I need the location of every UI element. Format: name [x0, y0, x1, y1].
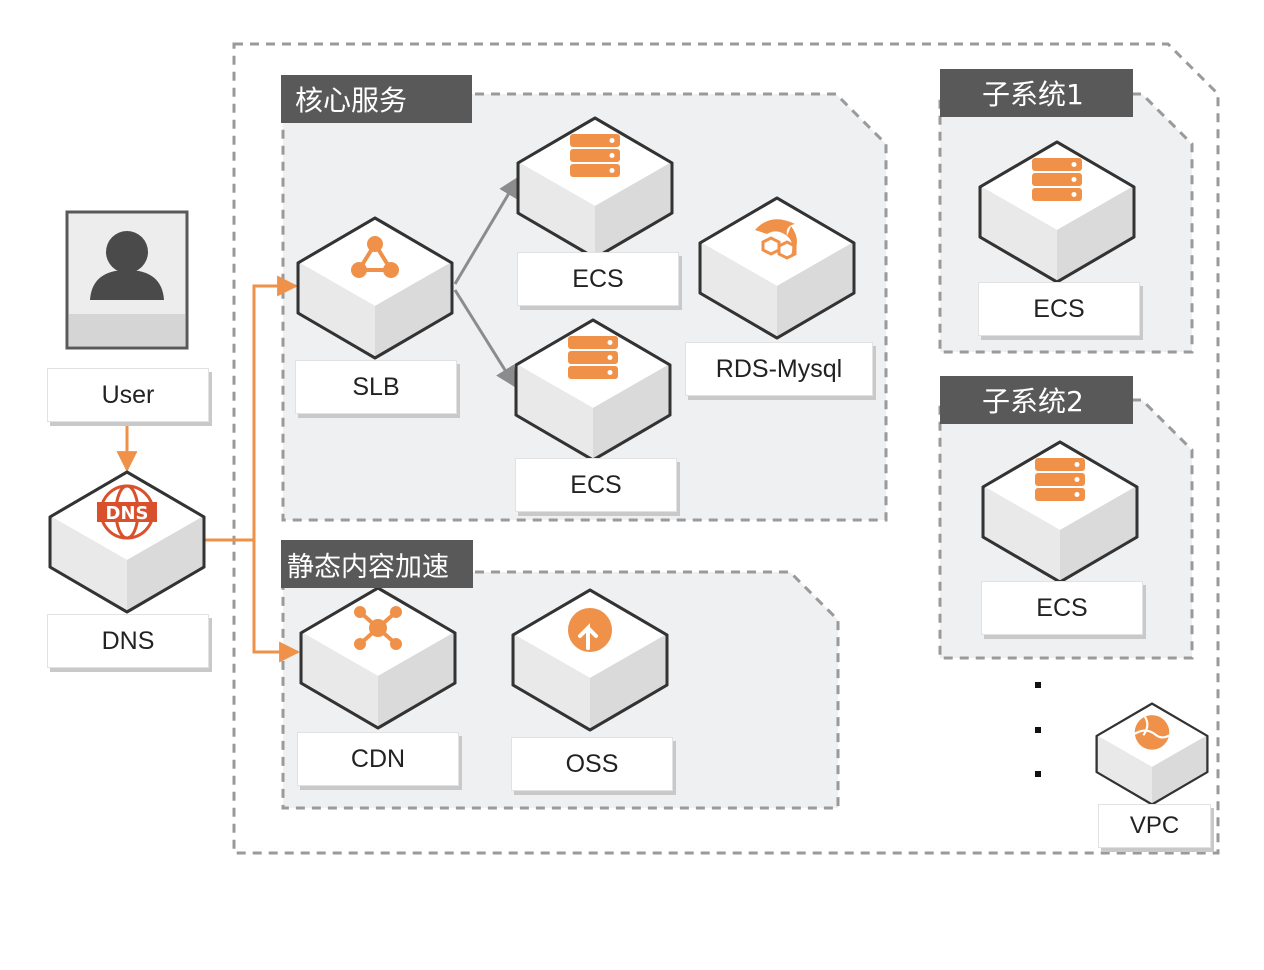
more-dot-2: [1035, 727, 1041, 733]
database-icon: [755, 219, 797, 260]
dns-globe-icon: DNS: [97, 484, 157, 540]
dns-badge-text: DNS: [106, 503, 149, 524]
load-balancer-icon: [351, 236, 399, 278]
server-icon: [1032, 158, 1082, 201]
ecs-bottom-label: ECS: [515, 458, 677, 512]
ecs-top-label: ECS: [517, 252, 679, 306]
connectors: [116, 176, 520, 663]
static-acceleration-title: 静态内容加速: [281, 540, 473, 588]
more-dot-1: [1035, 682, 1041, 688]
subsystem2-title: 子系统2: [940, 376, 1133, 424]
storage-upload-icon: [568, 608, 612, 652]
server-icon: [568, 336, 618, 379]
server-icon: [1035, 458, 1085, 501]
subsystem1-ecs-label: ECS: [978, 282, 1140, 336]
rds-label: RDS-Mysql: [685, 342, 873, 396]
user-label: User: [47, 368, 209, 422]
cdn-node: [299, 586, 457, 730]
user-card: [65, 210, 189, 350]
dns-to-slb-arrow: [205, 275, 299, 542]
dns-to-cdn-arrow: [252, 540, 301, 663]
slb-to-ecs-bottom-arrow: [453, 289, 517, 388]
slb-node: [296, 216, 454, 360]
vpc-label: VPC: [1098, 804, 1211, 848]
subsystem1-title: 子系统1: [940, 69, 1133, 117]
person-icon: [90, 231, 164, 300]
rds-node: [698, 196, 856, 340]
network-hub-icon: [354, 606, 402, 650]
vpc-node: [1095, 702, 1209, 806]
server-icon: [570, 134, 620, 177]
cloud-network-icon: [1134, 715, 1170, 750]
subsystem1-ecs-node: [978, 140, 1136, 284]
slb-to-ecs-top-arrow: [453, 176, 520, 285]
oss-label: OSS: [511, 737, 673, 791]
more-dot-3: [1035, 771, 1041, 777]
oss-node: [511, 588, 669, 732]
core-services-title: 核心服务: [281, 75, 472, 123]
subsystem2-ecs-label: ECS: [981, 581, 1143, 635]
dns-label: DNS: [47, 614, 209, 668]
ecs-top-node: [516, 116, 674, 260]
cdn-label: CDN: [297, 732, 459, 786]
ecs-bottom-node: [514, 318, 672, 462]
dns-node: DNS: [48, 470, 206, 614]
slb-label: SLB: [295, 360, 457, 414]
vpc-boundary: [232, 42, 1220, 855]
